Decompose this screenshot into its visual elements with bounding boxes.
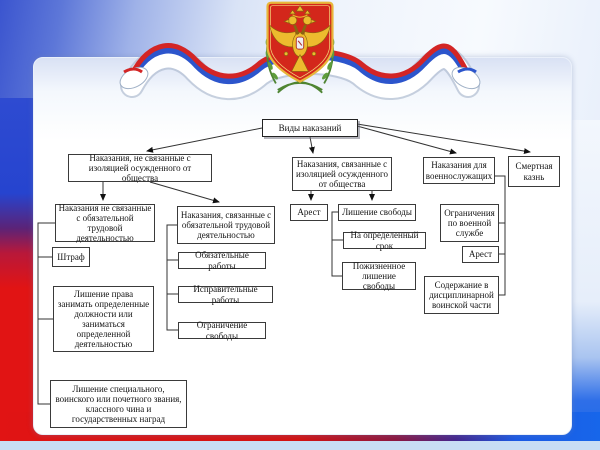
node-nonisolation: Наказания, не связанные с изоляцией осуж…: [68, 153, 212, 183]
node-deprivation-right: Лишение права занимать определенные долж…: [53, 286, 154, 352]
flag-background-left: [0, 98, 36, 450]
node-military-restriction: Ограничения по военной службе: [440, 204, 499, 242]
node-nonlabor: Наказания не связанные с обязательной тр…: [55, 203, 155, 243]
node-deprivation-rank: Лишение специального, воинского или поче…: [50, 380, 187, 428]
node-correctional-works: Исправительные работы: [178, 284, 273, 305]
node-mandatory-works: Обязательные работы: [178, 250, 266, 271]
node-fixed-term: На определенный срок: [343, 230, 426, 251]
node-restriction-freedom: Ограничение свободы: [178, 320, 266, 341]
node-isolation: Наказания, связанные с изоляцией осужден…: [292, 157, 392, 191]
node-fine: Штраф: [52, 247, 90, 267]
node-imprisonment: Лишение свободы: [338, 204, 416, 221]
flag-background-bottom-stripe: [0, 441, 600, 450]
node-death-penalty: Смертная казнь: [508, 156, 560, 187]
node-disciplinary-unit: Содержание в дисциплинарной воинской час…: [424, 276, 499, 314]
node-arrest: Арест: [290, 204, 328, 221]
node-root: Виды наказаний: [262, 119, 358, 137]
node-military-arrest: Арест: [462, 246, 499, 263]
node-military: Наказания для военнослужащих: [423, 157, 495, 184]
node-labor: Наказания, связанные с обязательной труд…: [177, 206, 275, 244]
node-life-imprisonment: Пожизненное лишение свободы: [342, 261, 416, 291]
